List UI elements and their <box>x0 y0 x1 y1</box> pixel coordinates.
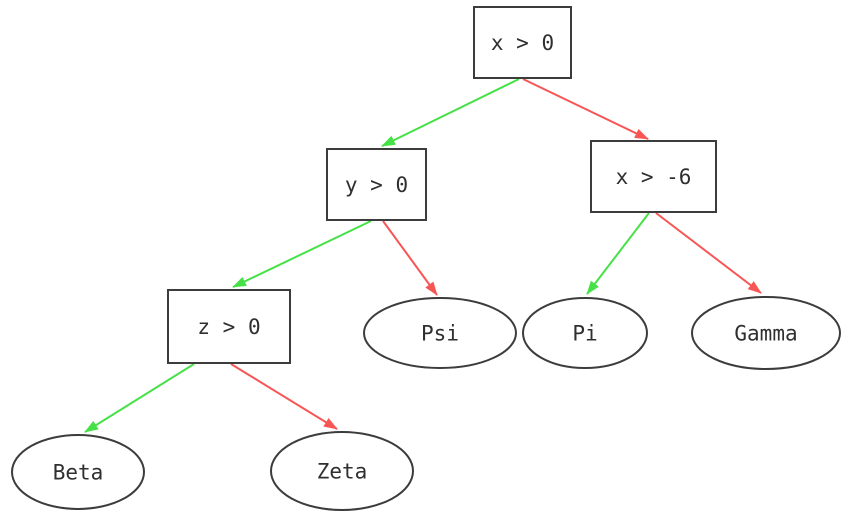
edge-z0-beta-yes <box>84 363 195 433</box>
edge-root-y0-yes <box>381 78 520 147</box>
edge-root-xm6-no <box>522 78 649 140</box>
node-y0: y > 0 <box>326 148 427 221</box>
node-label-y0: y > 0 <box>345 173 408 197</box>
condition-box <box>167 289 291 364</box>
node-label-zeta: Zeta <box>317 459 368 483</box>
node-label-z0: z > 0 <box>197 315 260 339</box>
leaf-ellipse <box>363 297 517 369</box>
edge-y0-psi-no <box>382 220 438 296</box>
edge-xm6-gamma-no <box>655 212 762 294</box>
node-label-psi: Psi <box>421 321 459 345</box>
node-psi: Psi <box>363 297 517 369</box>
node-zeta: Zeta <box>270 431 414 511</box>
leaf-ellipse <box>11 434 145 510</box>
node-gamma: Gamma <box>691 296 841 370</box>
node-label-gamma: Gamma <box>734 321 797 345</box>
edge-y0-z0-yes <box>232 220 372 288</box>
condition-box <box>590 140 717 213</box>
edge-z0-zeta-no <box>230 363 338 430</box>
condition-box <box>326 148 427 221</box>
node-label-root: x > 0 <box>491 31 554 55</box>
leaf-ellipse <box>522 297 648 369</box>
node-label-beta: Beta <box>53 460 104 484</box>
node-pi: Pi <box>522 297 648 369</box>
node-beta: Beta <box>11 434 145 510</box>
node-xm6: x > -6 <box>590 140 717 213</box>
node-label-pi: Pi <box>572 321 597 345</box>
leaf-ellipse <box>691 296 841 370</box>
node-label-xm6: x > -6 <box>616 165 692 189</box>
leaf-ellipse <box>270 431 414 511</box>
condition-box <box>473 6 572 79</box>
node-z0: z > 0 <box>167 289 291 364</box>
edge-xm6-pi-yes <box>586 212 650 295</box>
node-root: x > 0 <box>473 6 572 79</box>
